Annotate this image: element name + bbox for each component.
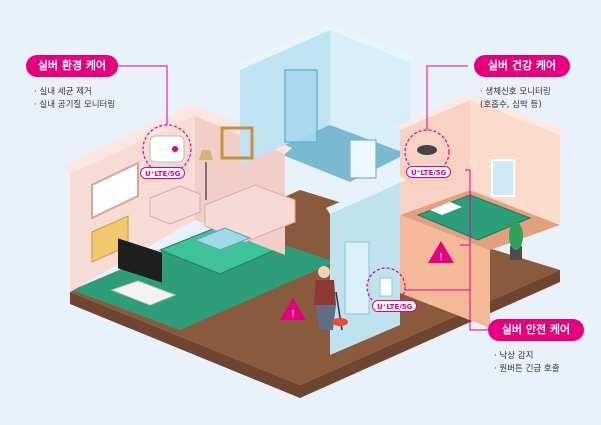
callout-list-safety: · 낙상 감지 · 원버튼 긴급 호출 [494, 350, 560, 376]
leader-safety [465, 169, 488, 331]
wall-bath-right [330, 30, 410, 155]
window [91, 161, 139, 220]
air-purifier-dot [172, 146, 178, 152]
tv-stand [110, 280, 177, 306]
person-legs [316, 305, 336, 330]
list-item: · 낙상 감지 [494, 351, 534, 361]
sink [349, 139, 377, 179]
warning-fall-icon: ! [280, 298, 306, 320]
list-item: · 실내 세균 제거 [34, 87, 92, 97]
device-tag-air-purifier: U⁺LTE/5G [140, 167, 186, 179]
person-body [314, 280, 336, 305]
list-item: · 원버튼 긴급 호출 [494, 364, 560, 374]
svg-text:!: ! [291, 309, 295, 320]
bed-pillow [430, 202, 462, 215]
floor-bedroom-front [400, 215, 490, 328]
wall-bed-back [400, 100, 470, 215]
bedroom-window [491, 159, 515, 197]
wall-bath-top [234, 24, 416, 70]
callout-title-environment: 실버 환경 케어 [26, 55, 118, 77]
coffee-table [193, 227, 252, 251]
wall-shelf [220, 126, 254, 160]
list-item: · 생체신호 모니터링 [480, 87, 551, 97]
wall-hall-top [326, 176, 406, 214]
callout-title-health: 실버 건강 케어 [474, 55, 570, 77]
leader-health [426, 65, 468, 130]
lamp-shade [199, 150, 213, 160]
sofa [204, 184, 296, 243]
armchair [149, 185, 201, 225]
bed-sensor-ring [404, 129, 450, 175]
wall-button-device [379, 277, 393, 297]
shower [284, 69, 318, 143]
plant-pot [510, 246, 522, 260]
callout-list-environment: · 실내 세균 제거 · 실내 공기질 모니터링 [34, 86, 115, 112]
wall-bed-top [394, 94, 566, 135]
list-item: · 실내 공기질 모니터링 [34, 100, 116, 110]
warning-fall-icon: ! [428, 241, 454, 263]
callout-list-health: · 생체신호 모니터링 (호흡수, 심박 등) [480, 86, 551, 112]
spill [332, 318, 348, 326]
tv [118, 238, 162, 283]
svg-text:!: ! [439, 252, 443, 263]
leader-environment [110, 65, 168, 125]
list-item: (호흡수, 심박 등) [480, 100, 542, 110]
callout-title-safety: 실버 안전 케어 [488, 319, 584, 341]
person-head [318, 266, 330, 278]
door-frame [344, 241, 370, 315]
device-tag-bed-sensor: U⁺LTE/5G [406, 166, 452, 178]
wall-button-ring [366, 267, 406, 307]
plant [509, 222, 523, 250]
device-tag-wall-button: U⁺LTE/5G [372, 300, 418, 312]
wall-living-top [62, 104, 292, 174]
air-purifier-device [149, 135, 185, 163]
bed-sensor-device [417, 145, 437, 155]
base-slab [70, 270, 560, 398]
